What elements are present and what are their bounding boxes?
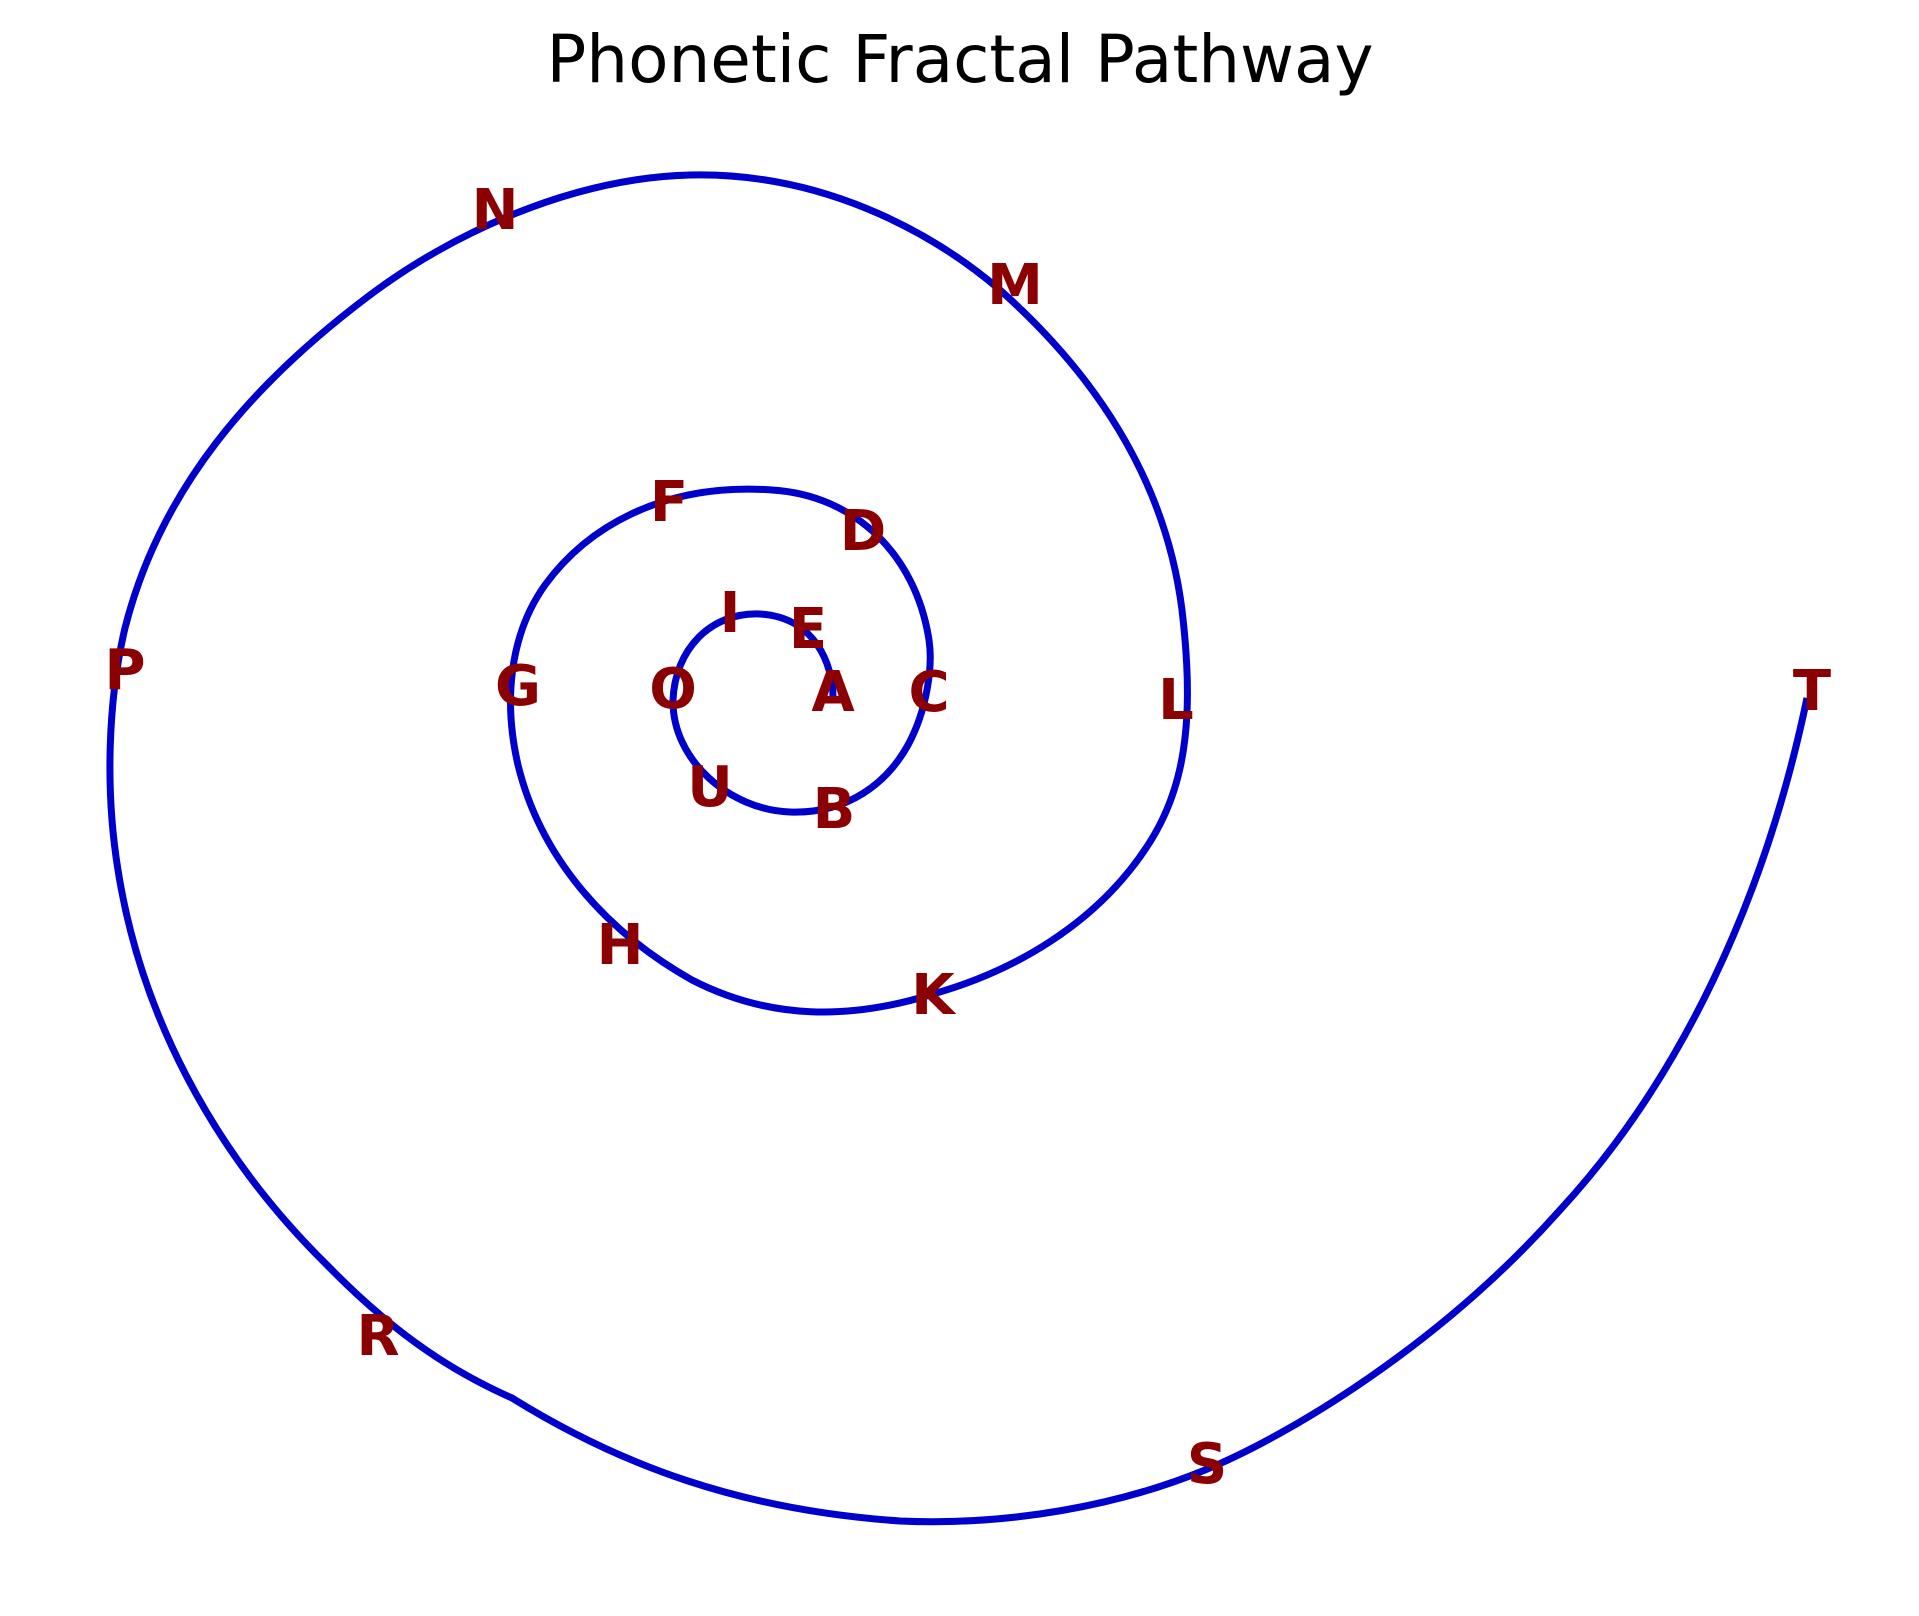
letter-c: C — [908, 660, 949, 725]
letter-s: S — [1187, 1432, 1227, 1497]
letter-u: U — [687, 755, 732, 820]
spiral-pathway — [106, 171, 1811, 1526]
letter-a: A — [811, 660, 855, 725]
letter-h: H — [597, 913, 644, 978]
letter-k: K — [911, 963, 957, 1028]
letter-e: E — [789, 597, 827, 662]
diagram-title: Phonetic Fractal Pathway — [546, 21, 1373, 98]
letter-t: T — [1793, 659, 1831, 724]
letter-o: O — [649, 657, 697, 722]
letter-m: M — [987, 253, 1043, 318]
letter-markers: A B U O I E C D F G H K L M N P R S T — [104, 178, 1831, 1497]
letter-r: R — [356, 1304, 399, 1369]
letter-l: L — [1158, 668, 1194, 733]
letter-f: F — [650, 470, 688, 535]
letter-b: B — [813, 777, 856, 842]
letter-p: P — [104, 638, 145, 703]
letter-n: N — [472, 178, 519, 243]
letter-d: D — [840, 499, 886, 564]
letter-i: I — [720, 581, 741, 646]
letter-g: G — [495, 654, 541, 719]
